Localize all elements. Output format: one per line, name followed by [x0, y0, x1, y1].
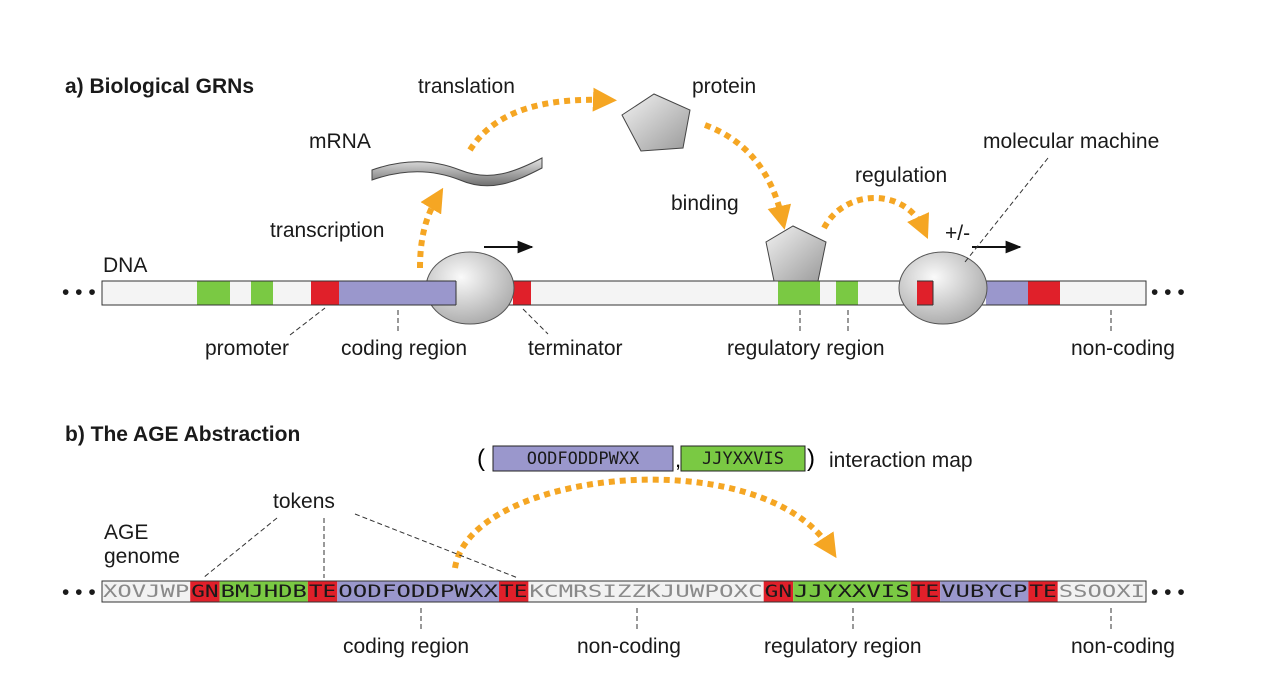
interaction-map-label: interaction map	[829, 449, 973, 472]
genome-segment-token	[910, 581, 941, 602]
genome-label: genome	[104, 545, 180, 568]
terminator-leader	[522, 308, 549, 335]
genome-token-text: TE	[912, 582, 939, 602]
genome-token-text: OODFODDPWXX	[338, 582, 499, 602]
genome-ellipsis-right: • • •	[1151, 581, 1185, 604]
mrna-icon	[371, 157, 543, 187]
genome-token-text: VUBYCP	[941, 582, 1027, 602]
terminator-segment	[1028, 281, 1060, 305]
genome-segment-token	[1028, 581, 1058, 602]
panel-b: b) The AGE Abstraction ( OODFODDPWXX , J…	[62, 423, 1185, 658]
interaction-comma: ,	[675, 447, 681, 472]
interaction-arrow-icon	[452, 476, 837, 569]
machine-leader	[964, 157, 1049, 263]
translation-label: translation	[418, 75, 515, 98]
regulatory-region-label-b: regulatory region	[764, 635, 922, 658]
panel-b-title: b) The AGE Abstraction	[65, 423, 300, 446]
coding-region-label: coding region	[341, 337, 467, 360]
interaction-coding-text: OODFODDPWXX	[527, 449, 640, 469]
ellipsis-right: • • •	[1151, 281, 1185, 304]
terminator-segment-front	[917, 281, 933, 305]
genome-segment-token	[763, 581, 794, 602]
genome-token-text: KCMRSIZZKJUWPOXC	[529, 582, 762, 602]
genome-token-text: TE	[309, 582, 336, 602]
promoter-leader	[289, 307, 326, 336]
bound-protein-icon	[765, 225, 827, 282]
genome-token-text: SSOOXI	[1059, 582, 1145, 602]
interaction-regulatory-text: JJYXXVIS	[702, 449, 784, 469]
dna-outline	[101, 280, 1147, 306]
regulatory-region-label: regulatory region	[727, 337, 885, 360]
genome-ellipsis-left: • • •	[62, 581, 96, 604]
promoter-segment	[197, 281, 230, 305]
genome-segment-token	[307, 581, 338, 602]
coding-region-label-b: coding region	[343, 635, 469, 658]
age-label: AGE	[104, 521, 148, 544]
genome-segment-noncoding	[528, 581, 764, 602]
non-coding-label-b1: non-coding	[577, 635, 681, 658]
interaction-coding-box	[492, 445, 674, 472]
interaction-open-paren: (	[477, 445, 485, 472]
interaction-regulatory-box	[680, 445, 806, 472]
genome-segment-regulatory	[219, 581, 308, 602]
tokens-label: tokens	[273, 490, 335, 513]
protein-icon	[621, 93, 691, 152]
plus-minus-label: +/-	[945, 222, 970, 245]
coding-segment-front	[420, 281, 456, 305]
promoter-segment	[251, 281, 273, 305]
regulation-arrow-icon	[821, 195, 929, 239]
promoter-label: promoter	[205, 337, 289, 360]
terminator-label: terminator	[528, 337, 623, 360]
binding-label: binding	[671, 192, 739, 215]
non-coding-label-b2: non-coding	[1071, 635, 1175, 658]
terminator-segment	[311, 281, 339, 305]
genome-segment-coding	[337, 581, 500, 602]
dna-label: DNA	[103, 254, 147, 277]
tokens-leader-3	[354, 513, 519, 579]
tokens-leader-1	[202, 517, 278, 579]
genome-token-text: JJYXXVIS	[794, 582, 910, 602]
genome-segment-token	[190, 581, 220, 602]
genome-token-text: GN	[765, 582, 792, 602]
transcription-arrow-icon	[417, 187, 444, 269]
genome-token-text: TE	[1029, 582, 1056, 602]
genome-outline	[101, 580, 1147, 603]
mrna-label: mRNA	[309, 130, 371, 153]
ellipsis-left: • • •	[62, 281, 96, 304]
protein-label: protein	[692, 75, 756, 98]
binding-arrow-icon	[703, 122, 792, 230]
polymerase-2-icon	[898, 251, 988, 325]
coding-segment	[986, 281, 1028, 305]
genome-segment-noncoding	[1057, 581, 1146, 602]
genome-token-text: TE	[500, 582, 527, 602]
genome-token-text: XOVJWP	[103, 582, 189, 602]
regulation-label: regulation	[855, 164, 947, 187]
panel-a-title: a) Biological GRNs	[65, 75, 254, 98]
translation-arrow-icon	[467, 87, 617, 152]
molecular-machine-label: molecular machine	[983, 130, 1159, 153]
genome-token-text: BMJHDB	[221, 582, 307, 602]
genome-segment-token	[499, 581, 529, 602]
interaction-map: ( OODFODDPWXX , JJYXXVIS ) interaction m…	[477, 445, 973, 472]
regulatory-segment	[778, 281, 820, 305]
genome-segment-noncoding	[102, 581, 191, 602]
panel-a: a) Biological GRNs • • • • • •	[62, 75, 1185, 360]
interaction-close-paren: )	[807, 445, 815, 472]
non-coding-label: non-coding	[1071, 337, 1175, 360]
genome-token-text: GN	[191, 582, 218, 602]
genome-segment-regulatory	[793, 581, 911, 602]
regulatory-segment	[836, 281, 858, 305]
transcription-label: transcription	[270, 219, 384, 242]
terminator-segment	[513, 281, 531, 305]
genome-segment-coding	[940, 581, 1029, 602]
